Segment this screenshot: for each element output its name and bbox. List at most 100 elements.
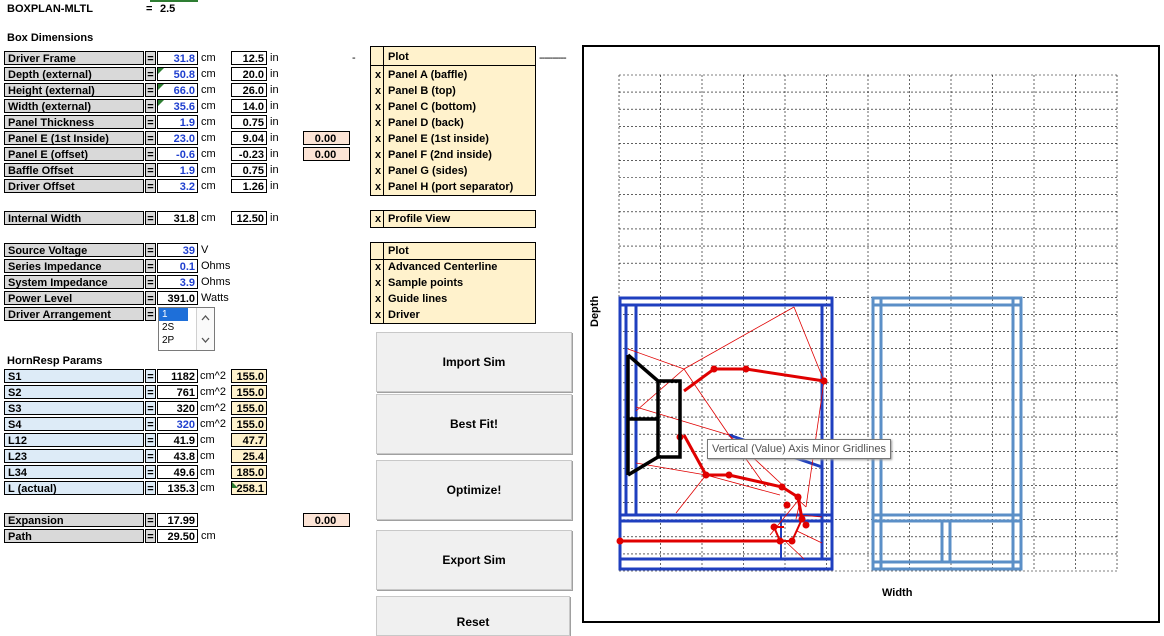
box-dimensions-header: Box Dimensions (7, 32, 94, 44)
sample-point (710, 365, 718, 373)
unit-in: in (270, 212, 279, 224)
dropdown-option[interactable]: 2P (162, 335, 175, 346)
dimension-cm-value[interactable]: 50.8 (157, 67, 198, 81)
expansion-extra[interactable]: 0.00 (303, 513, 350, 527)
equals-cell: = (145, 385, 156, 399)
dimension-label: Driver Frame (4, 51, 144, 65)
dimension-in-value[interactable]: 26.0 (231, 83, 267, 97)
panel-check[interactable]: x (374, 85, 382, 97)
electrical-label: Driver Arrangement (4, 307, 144, 321)
guide-line (627, 348, 685, 370)
sample-point (788, 537, 796, 545)
hornresp-sim-value[interactable]: 185.0 (231, 465, 267, 479)
dimension-cm-value[interactable]: 3.2 (157, 179, 198, 193)
plot-option-label: Advanced Centerline (388, 261, 498, 273)
hornresp-value[interactable]: 1182 (157, 369, 198, 383)
reset-button[interactable]: Reset (376, 596, 570, 636)
cell-comment-marker (158, 84, 164, 90)
dimension-in-value[interactable]: -0.23 (231, 147, 267, 161)
hornresp-value[interactable]: 135.3 (157, 481, 198, 495)
plot-option-check[interactable]: x (374, 261, 382, 273)
optimize-button[interactable]: Optimize! (376, 460, 572, 520)
panel-label: Panel C (bottom) (388, 101, 476, 113)
electrical-value[interactable]: 391.0 (157, 291, 198, 305)
dimension-cm-value[interactable]: 66.0 (157, 83, 198, 97)
hornresp-unit: cm (200, 482, 215, 494)
sample-point (783, 501, 791, 509)
dimension-label: Depth (external) (4, 67, 144, 81)
import-sim-button[interactable]: Import Sim (376, 332, 572, 392)
electrical-value[interactable]: 39 (157, 243, 198, 257)
dimension-in-value[interactable]: 0.75 (231, 163, 267, 177)
hornresp-sim-value[interactable]: 155.0 (231, 385, 267, 399)
electrical-value[interactable]: 0.1 (157, 259, 198, 273)
dimension-cm-value[interactable]: 1.9 (157, 115, 198, 129)
hornresp-unit: cm^2 (200, 402, 226, 414)
hornresp-sim-value[interactable]: 47.7 (231, 433, 267, 447)
dimension-in-value[interactable]: 20.0 (231, 67, 267, 81)
dimension-in-value[interactable]: 1.26 (231, 179, 267, 193)
hornresp-value[interactable]: 43.8 (157, 449, 198, 463)
dimension-in-value[interactable]: 9.04 (231, 131, 267, 145)
panel-check[interactable]: x (374, 69, 382, 81)
dimension-cm-value[interactable]: 35.6 (157, 99, 198, 113)
hornresp-value[interactable]: 320 (157, 417, 198, 431)
dimension-in-value[interactable]: 14.0 (231, 99, 267, 113)
panel-check[interactable]: x (374, 101, 382, 113)
chart-plot-area[interactable] (584, 47, 1158, 621)
unit-in: in (270, 68, 279, 80)
scroll-arrows-icon[interactable] (197, 308, 214, 350)
electrical-unit: Ohms (201, 276, 231, 288)
electrical-value[interactable]: 3.9 (157, 275, 198, 289)
dimension-cm-value[interactable]: 23.0 (157, 131, 198, 145)
driver-arrangement-dropdown[interactable]: 1 2S 2P (158, 307, 215, 351)
expansion-value[interactable]: 17.99 (157, 513, 198, 527)
hornresp-sim-value[interactable]: 25.4 (231, 449, 267, 463)
sample-point (794, 493, 802, 501)
internal-width-in[interactable]: 12.50 (231, 211, 267, 225)
chart-tooltip: Vertical (Value) Axis Minor Gridlines (707, 439, 892, 459)
dimension-cm-value[interactable]: -0.6 (157, 147, 198, 161)
hornresp-sim-value[interactable]: 155.0 (231, 369, 267, 383)
panel-check[interactable]: x (374, 117, 382, 129)
box-profile-chart[interactable]: Width Depth (582, 45, 1160, 623)
plot-option-check[interactable]: x (374, 293, 382, 305)
guide-line (675, 474, 707, 514)
dropdown-scrollbar[interactable] (196, 308, 214, 350)
equals-cell: = (145, 275, 156, 289)
internal-width-cm[interactable]: 31.8 (157, 211, 198, 225)
panel-check[interactable]: x (374, 149, 382, 161)
panel-outer (618, 296, 834, 571)
hornresp-value[interactable]: 761 (157, 385, 198, 399)
equals-cell: = (145, 449, 156, 463)
dimension-cm-value[interactable]: 1.9 (157, 163, 198, 177)
dimension-in-value[interactable]: 12.5 (231, 51, 267, 65)
plot-option-check[interactable]: x (374, 309, 382, 321)
app-title: BOXPLAN-MLTL (7, 3, 93, 15)
equals-cell: = (145, 417, 156, 431)
hornresp-unit: cm (200, 450, 215, 462)
dimension-label: Panel E (offset) (4, 147, 144, 161)
dimension-extra-value[interactable]: 0.00 (303, 147, 350, 161)
panel-check[interactable]: x (374, 181, 382, 193)
dimension-cm-value[interactable]: 31.8 (157, 51, 198, 65)
hornresp-sim-value[interactable]: 155.0 (231, 401, 267, 415)
panel-check[interactable]: x (374, 133, 382, 145)
unit-cm: cm (201, 52, 216, 64)
dimension-extra-value[interactable]: 0.00 (303, 131, 350, 145)
hornresp-value[interactable]: 49.6 (157, 465, 198, 479)
panel-check[interactable]: x (374, 165, 382, 177)
hornresp-value[interactable]: 41.9 (157, 433, 198, 447)
hornresp-sim-value[interactable]: 155.0 (231, 417, 267, 431)
unit-in: in (270, 164, 279, 176)
dropdown-option[interactable]: 2S (162, 322, 175, 333)
path-value[interactable]: 29.50 (157, 529, 198, 543)
export-sim-button[interactable]: Export Sim (376, 530, 572, 590)
hornresp-sim-value[interactable]: 258.1 (231, 481, 267, 495)
dimension-in-value[interactable]: 0.75 (231, 115, 267, 129)
hornresp-value[interactable]: 320 (157, 401, 198, 415)
plot-option-check[interactable]: x (374, 277, 382, 289)
best-fit-button[interactable]: Best Fit! (376, 394, 572, 454)
profile-view-check[interactable]: x (374, 213, 382, 225)
dropdown-option[interactable]: 1 (159, 308, 188, 321)
